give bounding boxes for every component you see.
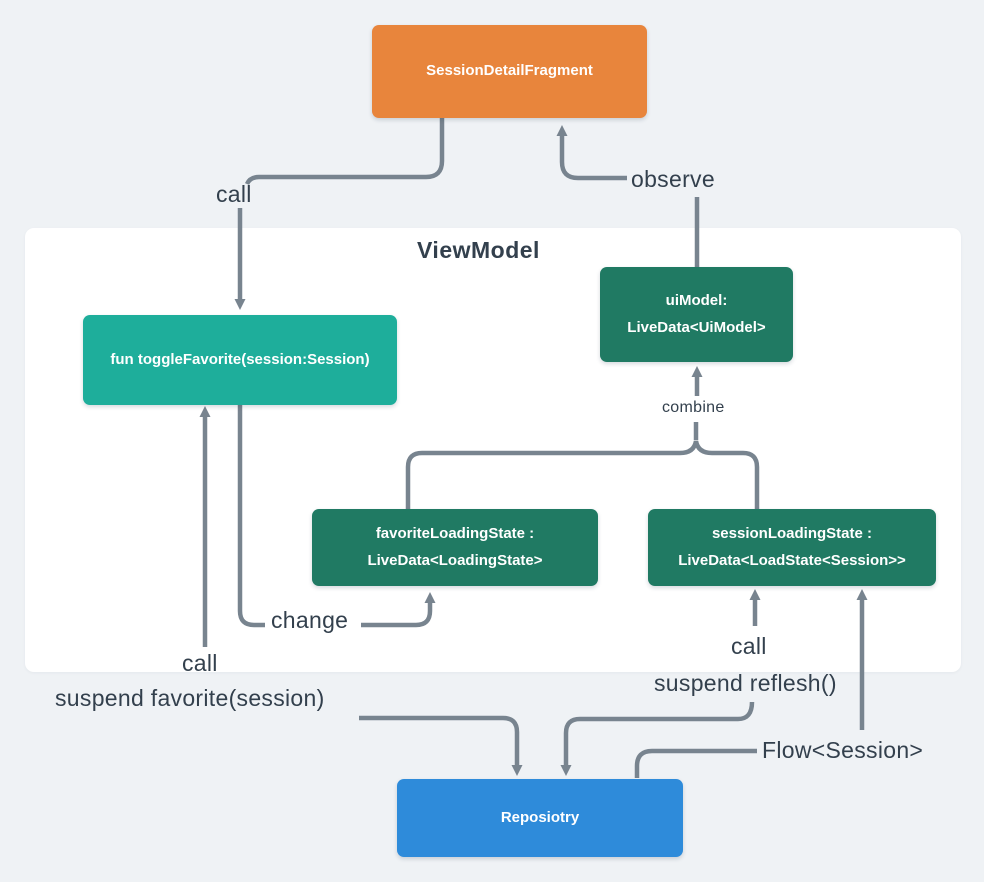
edge-suspend-favorite-arrow [359,715,523,776]
node-session-detail-fragment: SessionDetailFragment [372,25,647,118]
edge-label-change: change [271,607,349,633]
node-session-loading-state: sessionLoadingState : LiveData<LoadState… [648,509,936,586]
node-repository: Reposiotry [397,779,683,857]
viewmodel-title: ViewModel [417,237,540,263]
node-favorite-loading-state: favoriteLoadingState : LiveData<LoadingS… [312,509,598,586]
edge-label-call-right: call [731,633,767,659]
edge-label-flow-session: Flow<Session> [762,737,924,763]
node-ui-model-livedata: uiModel: LiveData<UiModel> [600,267,793,362]
edge-label-observe: observe [631,166,715,192]
edge-flow-from-repository [634,748,757,778]
edge-observe-arrow [556,125,627,181]
edge-label-call-top: call [216,181,252,207]
edge-label-suspend-favorite: suspend favorite(session) [55,685,325,711]
edge-suspend-reflesh-arrow [560,701,755,776]
edge-label-call-left: call [182,650,218,676]
edge-label-suspend-reflesh: suspend reflesh() [654,670,837,696]
viewmodel-container [25,228,961,672]
node-toggle-favorite: fun toggleFavorite(session:Session) [83,315,397,405]
edge-label-combine: combine [662,399,725,416]
edge-call-top-horizontal [244,118,445,186]
